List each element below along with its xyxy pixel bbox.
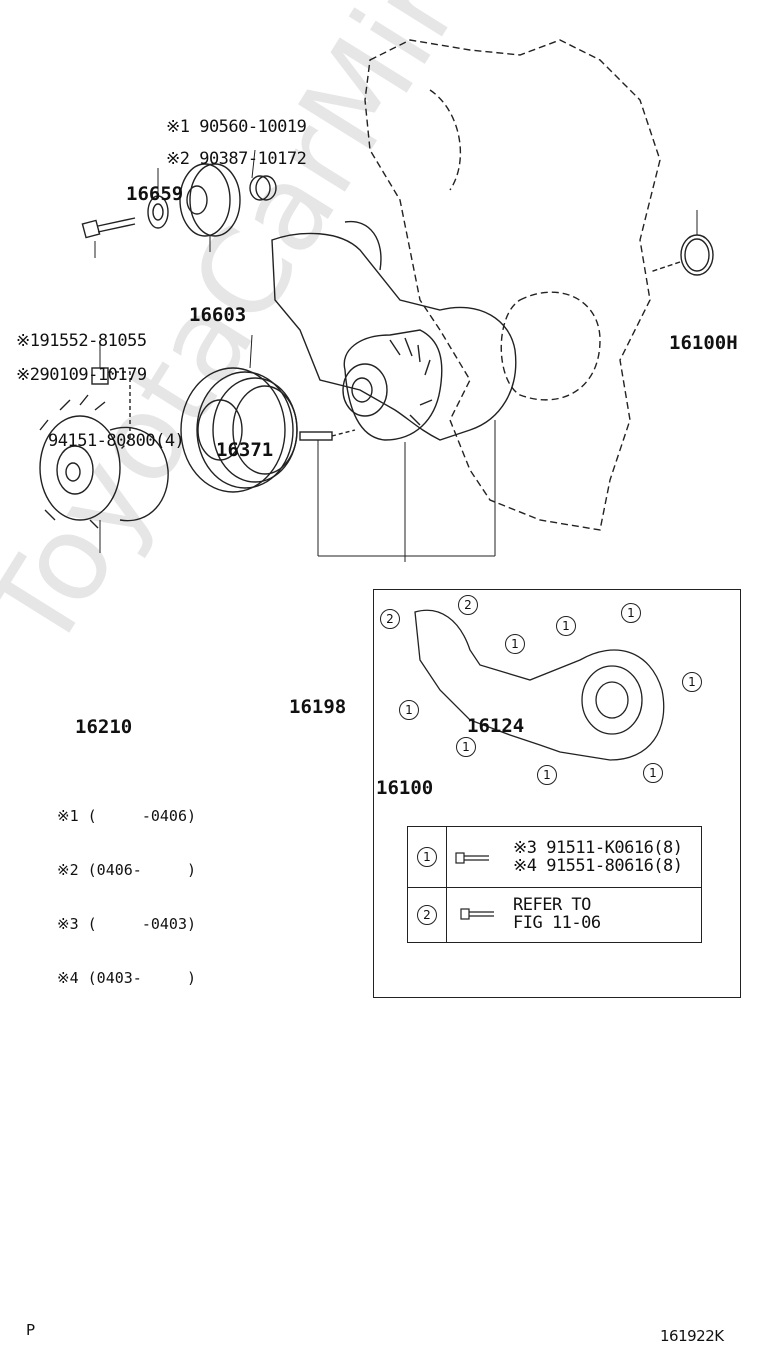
- label-16659: 16659: [126, 183, 184, 205]
- callout-1h: 1: [643, 763, 663, 783]
- bolt-icon: [460, 908, 494, 920]
- idler-pulley-16603: [179, 163, 241, 237]
- label-16100: 16100: [376, 777, 434, 799]
- footer-code: 161922K: [660, 1327, 724, 1345]
- label-90387: ※2 90387-10172: [166, 149, 307, 169]
- callout-1g: 1: [537, 765, 557, 785]
- callout-1c: 1: [621, 603, 641, 623]
- legend-row2-line1: REFER TO: [513, 895, 591, 915]
- callout-1d: 1: [682, 672, 702, 692]
- spacer-90387: [249, 175, 277, 201]
- label-16603: 16603: [189, 304, 247, 326]
- fastener-legend-table: 1 ※3 91511-K0616(8) ※4 91551-80616(8) 2 …: [407, 826, 702, 943]
- note-2: ※2 (0406- ): [57, 861, 196, 879]
- legend-row1-line1: ※3 91511-K0616(8): [513, 838, 683, 858]
- detail-gasket: [414, 609, 665, 761]
- note-3: ※3 ( -0403): [57, 915, 196, 933]
- gasket-outline: [271, 220, 517, 441]
- exploded-parts-diagram: [39, 39, 714, 761]
- fan-clutch-16210: [39, 394, 169, 529]
- label-290109: ※290109-10179: [16, 365, 147, 385]
- legend-marker-1: 1: [417, 847, 437, 867]
- callout-1e: 1: [399, 700, 419, 720]
- applicability-notes: ※1 ( -0406) ※2 (0406- ) ※3 ( -0403) ※4 (…: [57, 771, 196, 1005]
- detail-view-box: [373, 589, 741, 998]
- o-ring-16100h: [649, 234, 714, 276]
- legend-divider: [446, 827, 447, 942]
- callout-1f: 1: [456, 737, 476, 757]
- label-16198: 16198: [289, 696, 347, 718]
- callout-1b: 1: [556, 616, 576, 636]
- footer-left: P: [26, 1321, 35, 1339]
- label-16371: 16371: [216, 439, 274, 461]
- label-16210: 16210: [75, 716, 133, 738]
- label-191552: ※191552-81055: [16, 331, 147, 351]
- legend-row-separator: [408, 887, 701, 888]
- water-pump: [342, 329, 443, 441]
- label-90560: ※1 90560-10019: [166, 117, 307, 137]
- bolt-icon: [455, 852, 489, 864]
- label-16100h: 16100H: [669, 332, 738, 354]
- engine-block: [364, 39, 661, 531]
- note-4: ※4 (0403- ): [57, 969, 196, 987]
- callout-2b: 2: [458, 595, 478, 615]
- note-1: ※1 ( -0406): [57, 807, 196, 825]
- legend-row1-line2: ※4 91551-80616(8): [513, 856, 683, 876]
- label-16124: 16124: [467, 715, 525, 737]
- leader-lines: [94, 149, 698, 562]
- bolt-191552: [81, 217, 136, 239]
- stud-16198: [299, 429, 356, 441]
- callout-1a: 1: [505, 634, 525, 654]
- callout-2a: 2: [380, 609, 400, 629]
- pulley-16371: [180, 367, 298, 493]
- legend-row2-line2: FIG 11-06: [513, 913, 601, 933]
- legend-marker-2: 2: [417, 905, 437, 925]
- label-94151: 94151-80800(4): [48, 431, 185, 451]
